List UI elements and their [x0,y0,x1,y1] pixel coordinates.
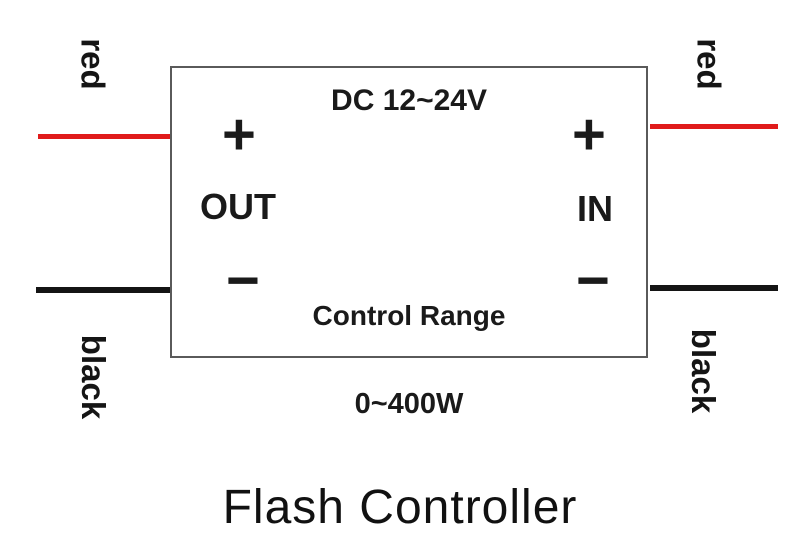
out-minus-symbol: − [226,248,260,313]
control-range-label: Control Range [312,300,506,331]
red-wire-in [650,124,778,129]
wire-label-text: black [685,328,723,414]
diagram-title: Flash Controller [222,481,578,534]
in-terminal-label: IN [577,188,613,229]
wire-label-black-left: black [60,302,126,452]
out-terminal-label: OUT [200,186,276,227]
out-plus-symbol: + [222,102,256,167]
wire-label-black-right: black [670,296,736,446]
wire-label-text: red [690,38,728,90]
wire-label-text: black [75,334,113,420]
wire-label-text: red [74,38,112,90]
wire-label-red-left: red [60,16,126,112]
dc-voltage-label: DC 12~24V [331,84,487,117]
black-wire-in [650,285,778,291]
wire-label-red-right: red [676,16,742,112]
red-wire-out [38,134,170,139]
black-wire-out [36,287,170,293]
power-range-label: 0~400W [354,388,464,420]
in-plus-symbol: + [572,102,606,167]
in-minus-symbol: − [576,248,610,313]
controller-box [170,66,648,358]
